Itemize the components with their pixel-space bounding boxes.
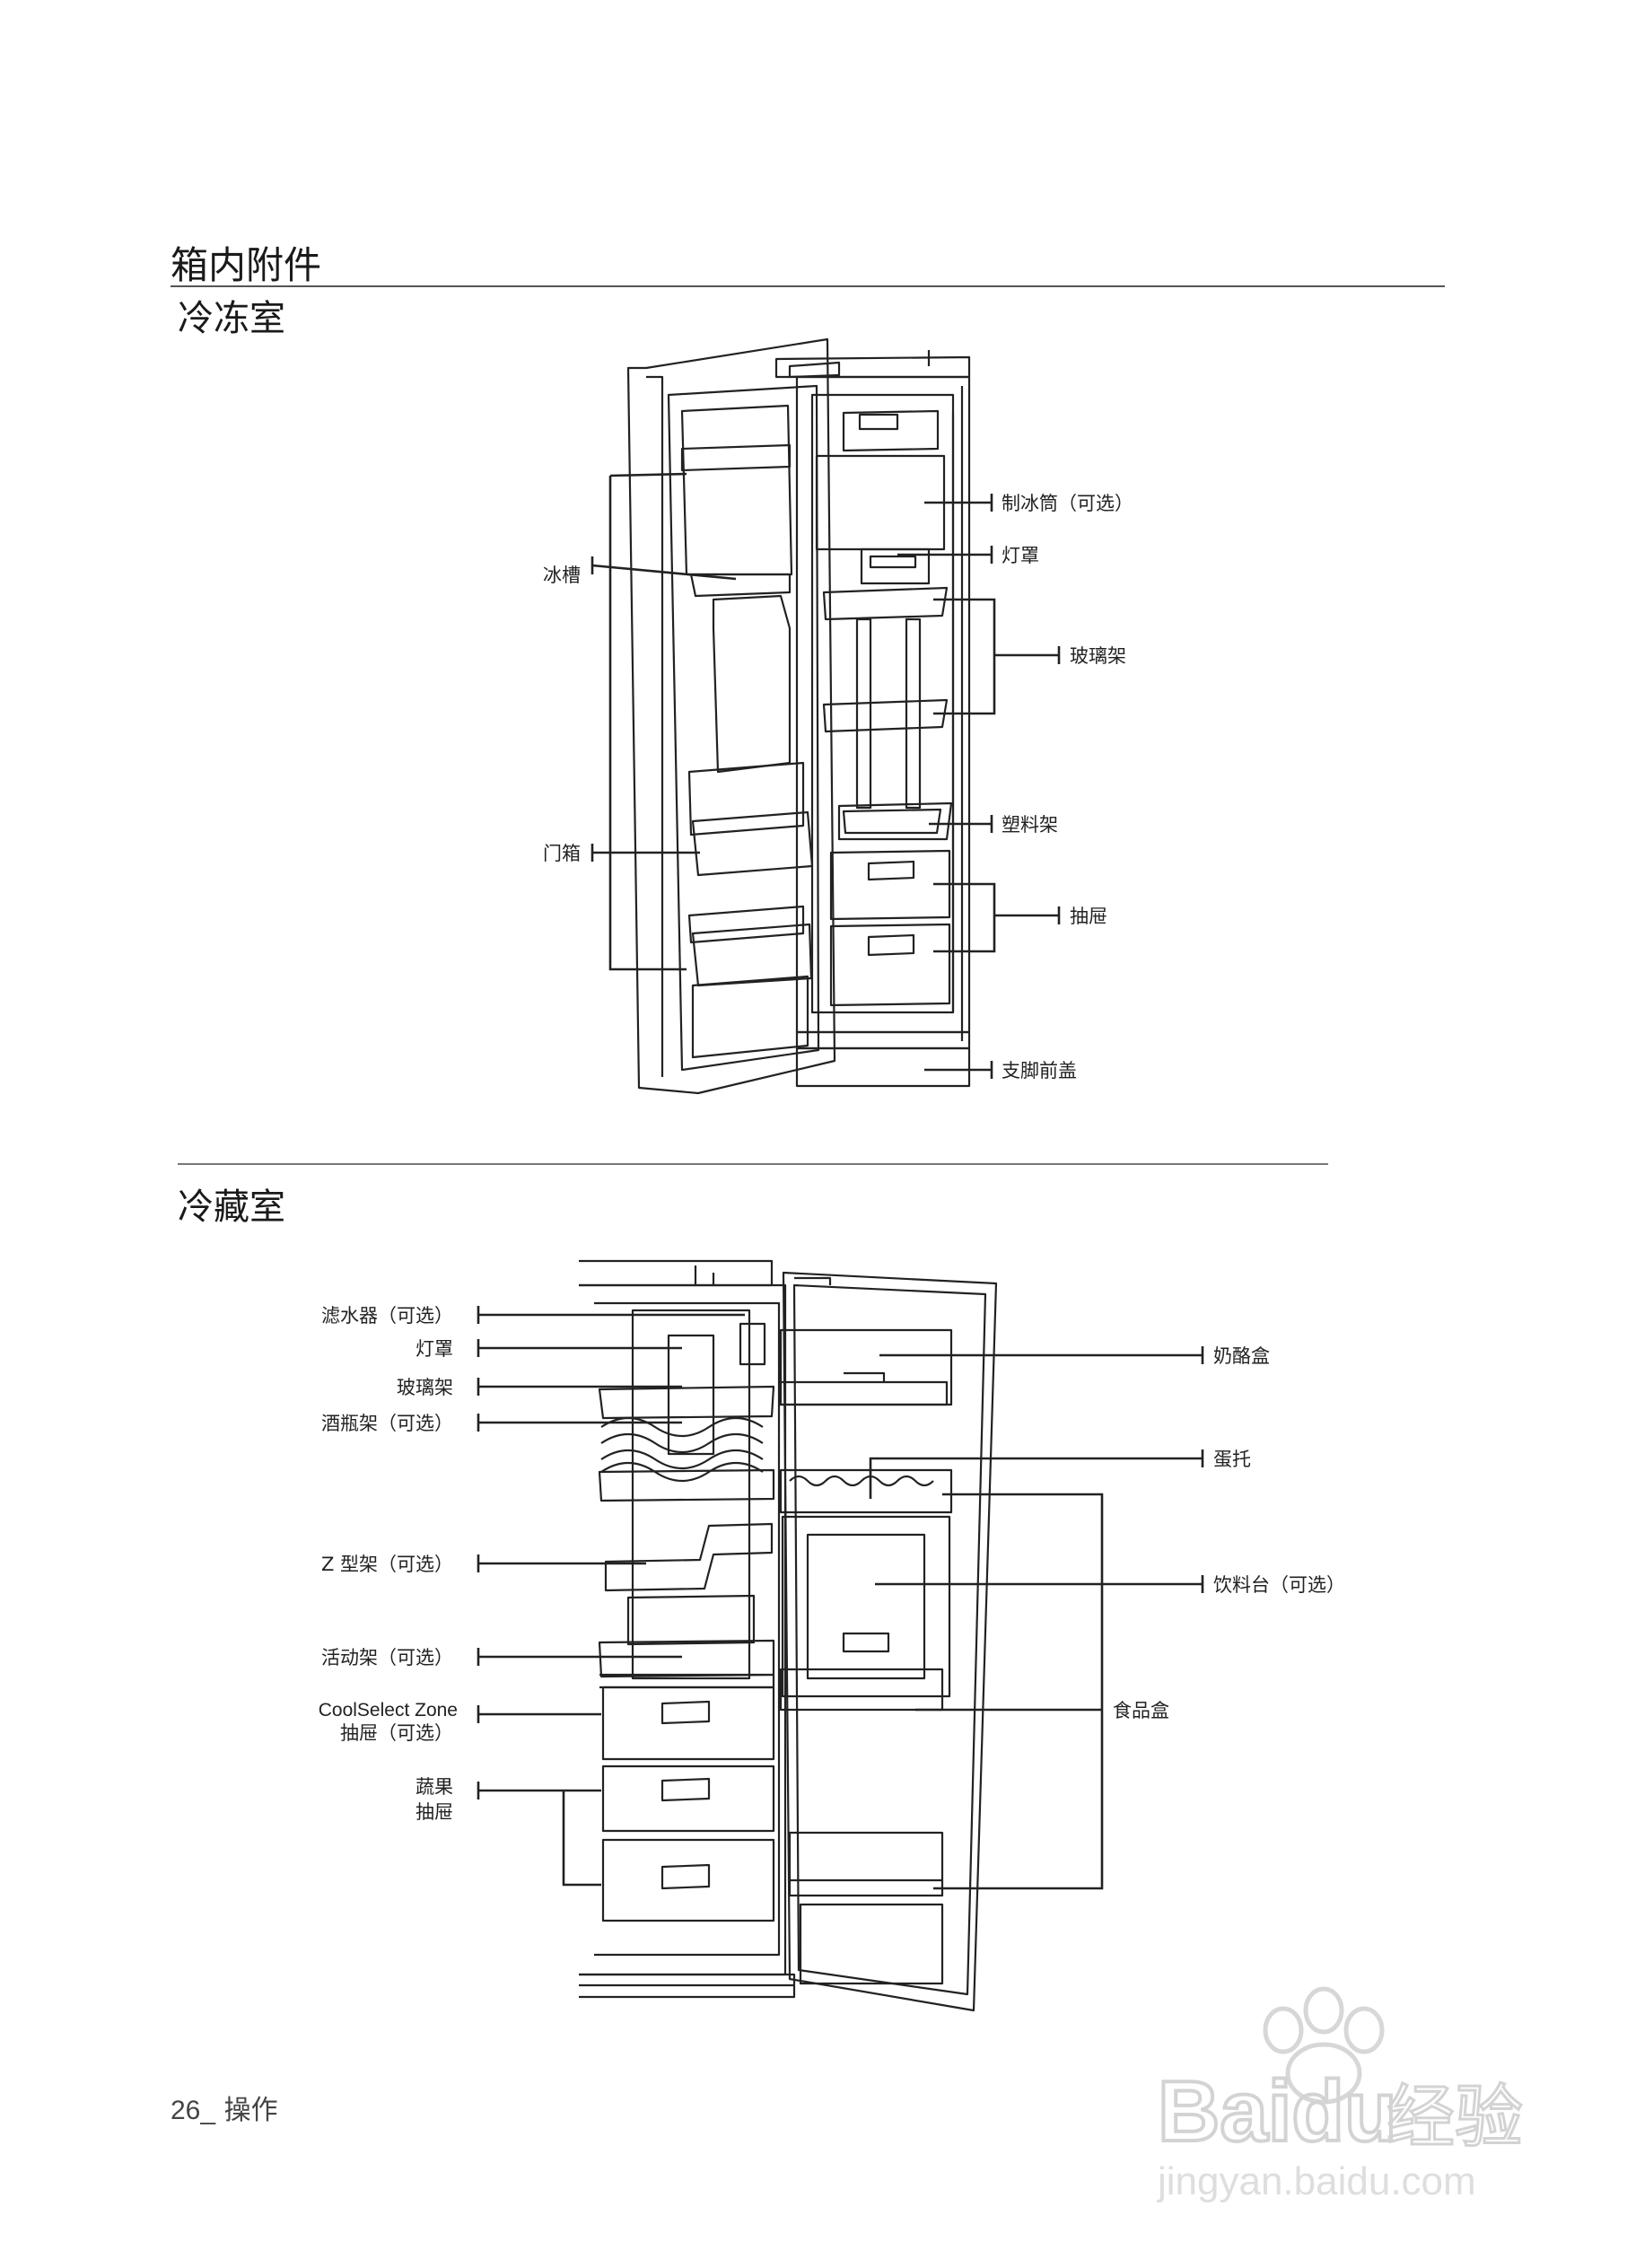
label-dairy: 奶酪盒: [1213, 1345, 1270, 1367]
freezer-title: 冷冻室: [178, 298, 285, 339]
label-fridge-glass-shelf: 玻璃架: [397, 1377, 453, 1398]
label-ice-bucket: 冰槽: [543, 565, 581, 586]
label-drink: 饮料台（可选）: [1213, 1574, 1345, 1596]
page-number: 26_: [171, 2096, 216, 2125]
label-freezer-drawer: 抽屉: [1070, 906, 1107, 927]
section-title: 箱内附件: [171, 243, 322, 287]
label-food-bin: 食品盒: [1113, 1700, 1169, 1721]
mid-divider: [178, 1163, 1328, 1165]
label-freezer-glass-shelf: 玻璃架: [1070, 645, 1126, 667]
label-water-filter: 滤水器（可选）: [321, 1305, 453, 1327]
label-egg: 蛋托: [1213, 1449, 1251, 1470]
label-fridge-lamp: 灯罩: [415, 1338, 453, 1360]
fridge-illustration: [579, 1259, 998, 2012]
fridge-leaders: [477, 1306, 1204, 1890]
freezer-callouts: 冰槽 门箱 制冰筒（可选） 灯罩 玻璃架 塑料架 抽屉 支脚前盖: [543, 493, 1133, 1081]
footer-text: 操作: [223, 2095, 278, 2126]
label-door-bin: 门箱: [543, 843, 581, 864]
section-divider: [171, 285, 1445, 287]
fridge-callouts: 滤水器（可选） 灯罩 玻璃架 酒瓶架（可选） Z 型架（可选） 活动架（可选） …: [319, 1305, 1345, 1823]
label-icemaker: 制冰筒（可选）: [1002, 493, 1133, 514]
label-freezer-lamp: 灯罩: [1002, 545, 1039, 566]
label-plastic-shelf: 塑料架: [1002, 814, 1058, 836]
page-footer: 26_ 操作: [171, 2088, 278, 2127]
label-leg-cover: 支脚前盖: [1002, 1060, 1077, 1081]
label-veg-line2: 抽屉: [415, 1801, 453, 1823]
paw-logo: [1263, 1986, 1385, 2105]
label-coolselect-line1: CoolSelect Zone: [319, 1700, 458, 1721]
label-coolselect-line2: 抽屉（可选）: [340, 1722, 453, 1744]
watermark-url: jingyan.baidu.com: [1156, 2159, 1476, 2203]
watermark-suffix: 经验: [1386, 2077, 1523, 2157]
watermark-brand: Baidu: [1158, 2063, 1397, 2159]
baidu-watermark: Baidu 经验 jingyan.baidu.com: [1156, 1986, 1525, 2203]
label-wine-rack: 酒瓶架（可选）: [321, 1413, 453, 1434]
fridge-title: 冷藏室: [178, 1187, 285, 1228]
freezer-illustration: [626, 337, 971, 1095]
label-z-shelf: Z 型架（可选）: [321, 1554, 453, 1575]
label-veg-line1: 蔬果: [415, 1776, 453, 1798]
label-sliding-shelf: 活动架（可选）: [321, 1647, 453, 1668]
freezer-leaders: [590, 472, 1061, 1079]
